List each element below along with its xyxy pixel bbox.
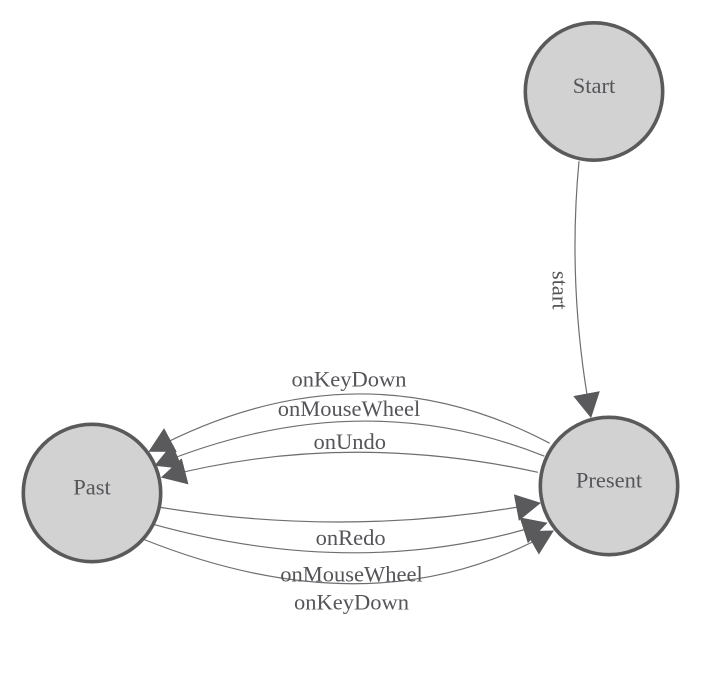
svg-text:onUndo: onUndo — [314, 429, 387, 454]
svg-text:onKeyDown: onKeyDown — [292, 367, 407, 392]
svg-text:onMouseWheel: onMouseWheel — [280, 562, 422, 587]
svg-text:onMouseWheel: onMouseWheel — [278, 396, 420, 421]
svg-text:Start: Start — [573, 73, 616, 98]
svg-text:Present: Present — [576, 468, 643, 493]
svg-text:onKeyDown: onKeyDown — [294, 590, 409, 615]
svg-text:start: start — [547, 271, 572, 310]
svg-text:onRedo: onRedo — [316, 525, 386, 550]
svg-text:Past: Past — [73, 475, 111, 500]
